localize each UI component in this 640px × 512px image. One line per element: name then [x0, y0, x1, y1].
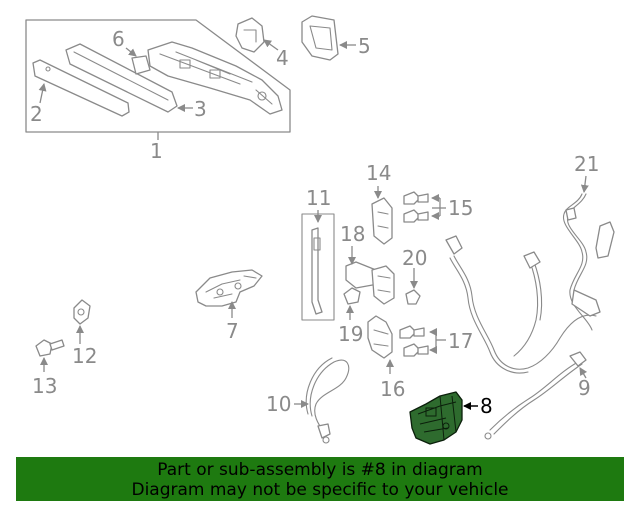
callout-21: 21	[574, 152, 599, 176]
callout-18: 18	[340, 222, 365, 246]
callout-2: 2	[30, 102, 43, 126]
part-12-bumper	[73, 299, 91, 325]
callout-17: 17	[448, 329, 473, 353]
callout-19: 19	[338, 322, 363, 346]
callout-6: 6	[112, 27, 125, 51]
part-20-nut	[405, 289, 421, 305]
part-16-hinge	[367, 315, 393, 359]
part-8-door-latch	[409, 391, 463, 445]
callout-labels: 1 2 3 4 5 6 7 8 9 10 11 12 13 14 15 16 1…	[30, 27, 599, 418]
info-banner: Part or sub-assembly is #8 in diagram Di…	[16, 457, 624, 501]
part-9-cable	[484, 351, 587, 440]
callout-13: 13	[32, 374, 57, 398]
banner-line-1: Part or sub-assembly is #8 in diagram	[157, 460, 483, 480]
part-5-bezel	[301, 15, 339, 61]
assembly-outline	[25, 19, 291, 133]
callout-7: 7	[226, 319, 239, 343]
part-10-cable	[305, 357, 350, 444]
part-4-cap	[235, 17, 265, 53]
callout-1: 1	[150, 139, 163, 163]
callout-9: 9	[578, 376, 591, 400]
callout-14: 14	[366, 161, 391, 185]
handle-clip	[131, 55, 151, 75]
callout-3: 3	[194, 97, 207, 121]
handle-assembly-group	[25, 19, 291, 133]
callout-11: 11	[306, 186, 331, 210]
callout-16: 16	[380, 377, 405, 401]
callout-20: 20	[402, 246, 427, 270]
part-18-bracket	[345, 261, 395, 305]
handle-trim-strip	[32, 59, 130, 117]
part-7-latch	[195, 269, 263, 307]
callout-12: 12	[72, 344, 97, 368]
callout-8: 8	[480, 394, 493, 418]
part-19-bolt	[343, 287, 361, 305]
leader-lines	[38, 39, 589, 410]
part-17-bolts	[399, 325, 429, 357]
callout-15: 15	[448, 196, 473, 220]
part-15-bolts	[403, 191, 429, 223]
callout-4: 4	[276, 46, 289, 70]
callout-5: 5	[358, 34, 371, 58]
part-13-screw	[35, 339, 65, 357]
part-14-hinge	[371, 197, 393, 245]
banner-line-2: Diagram may not be specific to your vehi…	[131, 480, 509, 500]
callout-10: 10	[266, 392, 291, 416]
part-21-wiring-harness	[445, 193, 615, 374]
